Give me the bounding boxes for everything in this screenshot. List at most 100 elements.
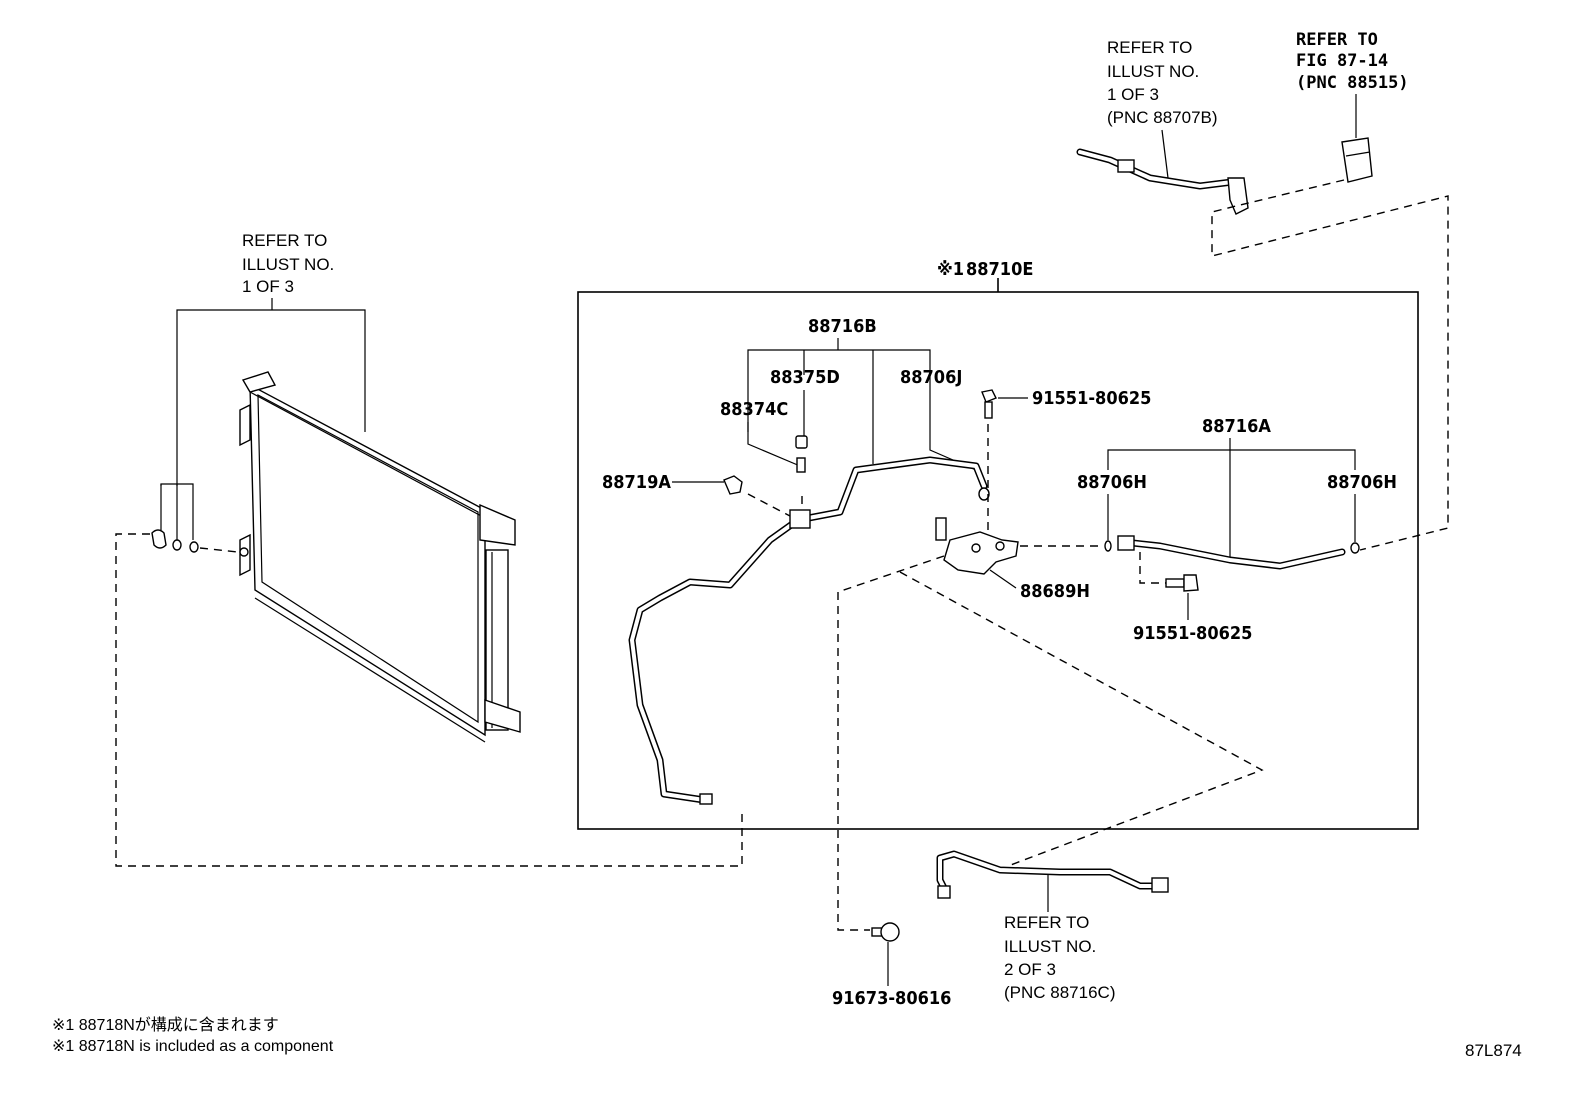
block-joint-88689H: 88689H xyxy=(935,517,1090,602)
clip-88719A xyxy=(723,475,743,495)
bolt-top-shank xyxy=(984,401,993,419)
top-pipe-ref-line-4: (PNC 88707B) xyxy=(1107,108,1218,127)
figure-code: 87L874 xyxy=(1465,1041,1522,1060)
label-91551-bottom: 91551-80625 xyxy=(1133,623,1252,644)
label-91551-top: 91551-80625 xyxy=(1032,388,1151,409)
condenser-bottom-bracket xyxy=(484,699,521,733)
bottom-pipe-fitting xyxy=(1151,877,1169,893)
top-fig-ref-line-1: REFER TO xyxy=(1296,30,1378,50)
bolt-91551-bottom: 91551-80625 xyxy=(1133,552,1252,644)
label-88719A: 88719A xyxy=(602,472,671,493)
condenser-top-bracket xyxy=(241,371,277,393)
dash-joint-to-bottom-pipe xyxy=(899,571,1264,867)
dash-condenser-to-pipe xyxy=(115,533,743,867)
label-88374C: 88374C xyxy=(720,399,788,420)
pipe-88716B-labels: 88716B 88375D 88706J 88374C 88719A xyxy=(602,316,977,493)
o-ring-2 xyxy=(189,541,199,553)
block-joint-body xyxy=(943,531,1019,575)
leader-88689H xyxy=(989,569,1017,589)
condenser-bottom-rail xyxy=(254,597,486,743)
condenser-bracket-leader xyxy=(176,309,366,486)
bottom-pipe-ref-line-1: REFER TO xyxy=(1004,913,1089,932)
condenser-core xyxy=(249,383,486,737)
o-ring-88706J xyxy=(978,487,990,501)
bottom-pipe-end xyxy=(937,885,951,899)
label-88716B: 88716B xyxy=(808,316,877,337)
pipe-88716A-fitting xyxy=(1117,535,1135,551)
bottom-pipe-reference: REFER TO ILLUST NO. 2 OF 3 (PNC 88716C) xyxy=(936,850,1169,1002)
o-ring-88706H-right xyxy=(1350,542,1360,554)
o-ring-88706H-left xyxy=(1104,540,1112,552)
bottom-pipe-inner xyxy=(938,852,1162,894)
pipe-88716B xyxy=(628,435,990,805)
label-88689H: 88689H xyxy=(1020,581,1090,602)
pipe-88716A-inner xyxy=(1122,540,1344,568)
top-pipe-ref-line-1: REFER TO xyxy=(1107,38,1192,57)
pipe-88716A xyxy=(1104,535,1360,570)
top-pipe-fitting xyxy=(1117,159,1135,173)
condenser-top-rail xyxy=(249,391,486,519)
pipe-88716B-inner xyxy=(630,458,986,802)
condenser-fitting xyxy=(151,529,167,549)
condenser-right-bracket xyxy=(479,503,516,546)
bracket-88716A xyxy=(1107,449,1356,470)
bottom-pipe-ref-line-4: (PNC 88716C) xyxy=(1004,983,1116,1002)
pressure-switch xyxy=(1341,137,1373,183)
valve-cap-88375D xyxy=(795,435,808,449)
label-88375D: 88375D xyxy=(770,367,840,388)
bolt-91551-top: 91551-80625 xyxy=(981,388,1151,419)
condenser-side-tab-1 xyxy=(239,403,251,447)
top-pipe-flange xyxy=(1227,177,1249,215)
dash-seal-to-condenser xyxy=(199,547,239,553)
pipe-88716A-labels: 88716A 88706H 88706H xyxy=(1077,416,1397,558)
label-91673: 91673-80616 xyxy=(832,988,951,1009)
top-fig-ref-line-3: (PNC 88515) xyxy=(1296,73,1409,93)
bolt-91673: 91673-80616 xyxy=(832,922,951,1009)
assembly-prefix: ※1 xyxy=(937,259,964,280)
dash-bolt-bottom xyxy=(1139,552,1166,584)
condenser-illustration xyxy=(239,371,521,743)
leader-88374C xyxy=(747,422,801,467)
pressure-switch-line xyxy=(1345,151,1371,157)
bottom-pipe-ref-line-3: 2 OF 3 xyxy=(1004,960,1056,979)
block-joint-port-1 xyxy=(971,543,981,553)
block-joint-stub xyxy=(935,517,947,541)
bolt-bottom-head xyxy=(1183,574,1199,592)
bolt-91673-head xyxy=(880,922,900,942)
bottom-pipe-ref-line-2: ILLUST NO. xyxy=(1004,937,1096,956)
footnote-english: ※1 88718N is included as a component xyxy=(52,1038,334,1055)
o-ring-1 xyxy=(172,539,182,551)
top-fig-reference: REFER TO FIG 87-14 (PNC 88515) xyxy=(1296,30,1409,183)
bolt-bottom-shank xyxy=(1165,578,1185,588)
top-pipe-reference: REFER TO ILLUST NO. 1 OF 3 (PNC 88707B) xyxy=(1076,38,1249,215)
dash-clip xyxy=(747,493,791,517)
label-88706H-left: 88706H xyxy=(1077,472,1147,493)
condenser-core-inner xyxy=(257,393,479,724)
dash-joint-to-bolt xyxy=(837,555,945,931)
condenser-seal-set xyxy=(151,529,199,553)
condenser-ref-line-2: ILLUST NO. xyxy=(242,255,334,274)
condenser-inlet-port xyxy=(239,547,249,557)
top-pipe-ref-line-2: ILLUST NO. xyxy=(1107,62,1199,81)
top-pipe-inner xyxy=(1078,150,1234,188)
top-fig-ref-line-2: FIG 87-14 xyxy=(1296,51,1388,71)
top-pipe-ref-line-3: 1 OF 3 xyxy=(1107,85,1159,104)
condenser-reference-group: REFER TO ILLUST NO. 1 OF 3 xyxy=(160,231,366,540)
valve-core-88374C xyxy=(796,457,806,473)
label-88706J: 88706J xyxy=(900,367,962,388)
footnote-japanese: ※1 88718Nが構成に含まれます xyxy=(52,1016,279,1034)
condenser-ref-line-3: 1 OF 3 xyxy=(242,277,294,296)
top-pipe-ref-leader xyxy=(1161,129,1169,179)
label-88716A: 88716A xyxy=(1202,416,1271,437)
service-valve-body xyxy=(789,509,811,529)
dash-top-right-route xyxy=(1211,179,1449,551)
label-88706H-right: 88706H xyxy=(1327,472,1397,493)
pipe-88716B-end-nut xyxy=(699,793,713,805)
block-joint-port-2 xyxy=(995,541,1005,551)
assembly-part-number: 88710E xyxy=(966,259,1033,280)
condenser-ref-line-1: REFER TO xyxy=(242,231,327,250)
bracket-88716B xyxy=(747,349,977,471)
bolt-top-head xyxy=(981,389,997,403)
